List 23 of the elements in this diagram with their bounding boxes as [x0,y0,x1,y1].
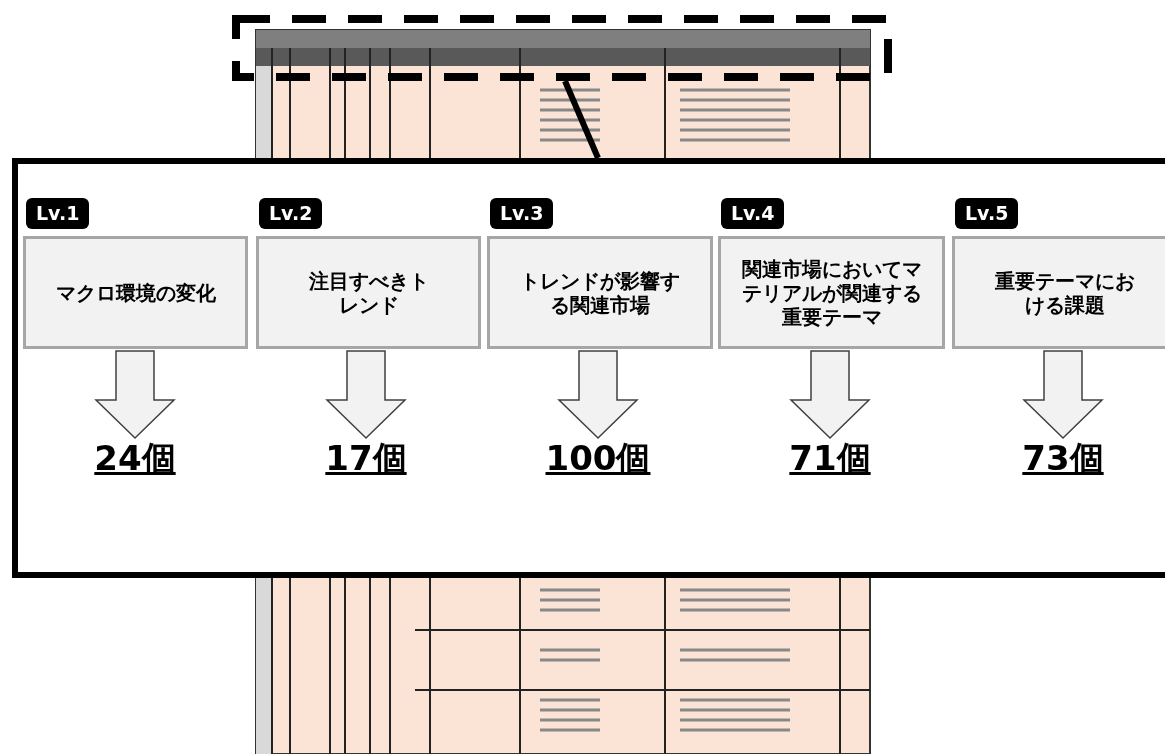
leader-line [562,79,601,160]
level-badge: Lv.2 [259,198,323,229]
arrow [325,350,407,440]
arrow [789,350,871,440]
level-badge: Lv.1 [26,198,90,229]
arrow [557,350,639,440]
count-label: 100個 [538,438,658,498]
count-label: 73個 [1013,438,1113,498]
box-text: 重要テーマにおける課題 [993,268,1136,317]
box-text: 注目すべきトレンド [308,268,429,317]
count-label: 17個 [316,438,416,498]
box-text: マクロ環境の変化 [55,280,216,305]
zoom-panel [12,158,1165,578]
arrow [1022,350,1104,440]
level-badge: Lv.5 [955,198,1019,229]
arrow [94,350,176,440]
box-text: 関連市場においてマテリアルが関連する重要テーマ [740,256,923,329]
level-badge: Lv.4 [721,198,785,229]
box-text: トレンドが影響する関連市場 [519,268,681,317]
count-label: 24個 [85,438,185,498]
count-label: 71個 [780,438,880,498]
level-badge: Lv.3 [490,198,554,229]
dashed-frame [232,15,892,81]
